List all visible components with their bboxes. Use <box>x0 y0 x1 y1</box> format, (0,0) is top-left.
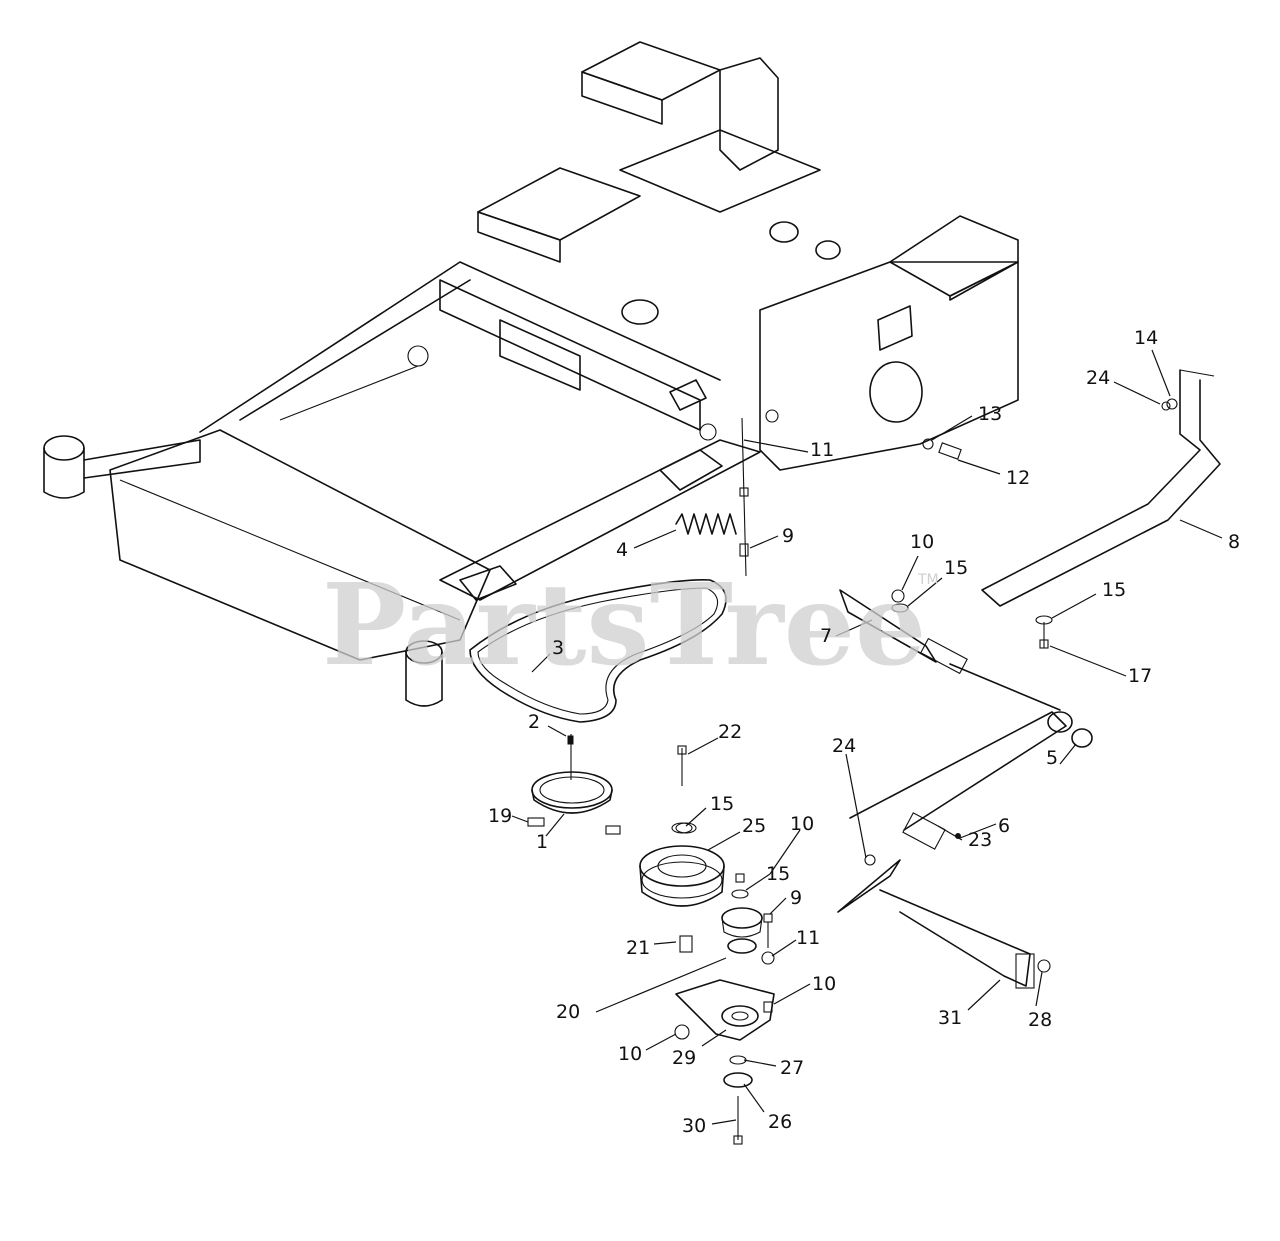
callout-8: 8 <box>1228 531 1240 553</box>
drive-belt <box>469 578 727 723</box>
callout-11: 11 <box>796 927 820 949</box>
callout-10: 10 <box>812 973 836 995</box>
callout-11: 11 <box>810 439 834 461</box>
callout-1: 1 <box>536 831 548 853</box>
callout-15: 15 <box>710 793 734 815</box>
callout-10: 10 <box>618 1043 642 1065</box>
watermark-trademark: TM <box>917 572 939 588</box>
callout-19: 19 <box>488 805 512 827</box>
idler-pulley-assembly <box>639 745 775 1145</box>
support-bracket <box>981 369 1221 607</box>
callout-27: 27 <box>780 1057 804 1079</box>
callout-15: 15 <box>1102 579 1126 601</box>
callout-5: 5 <box>1046 747 1058 769</box>
callout-10: 10 <box>790 813 814 835</box>
callout-4: 4 <box>616 539 628 561</box>
callout-15: 15 <box>944 557 968 579</box>
callout-25: 25 <box>742 815 766 837</box>
callout-17: 17 <box>1128 665 1152 687</box>
callout-9: 9 <box>790 887 802 909</box>
leader-lines <box>511 349 1223 1125</box>
callout-30: 30 <box>682 1115 706 1137</box>
callout-10: 10 <box>910 531 934 553</box>
callout-6: 6 <box>998 815 1010 837</box>
callout-12: 12 <box>1006 467 1030 489</box>
engine-pulley <box>527 734 621 835</box>
callout-22: 22 <box>718 721 742 743</box>
idler-spring-assembly <box>675 417 749 577</box>
callout-31: 31 <box>938 1007 962 1029</box>
hardware <box>891 438 1053 649</box>
callout-29: 29 <box>672 1047 696 1069</box>
callout-26: 26 <box>768 1111 792 1133</box>
chassis-frame <box>43 41 1019 707</box>
callout-3: 3 <box>552 637 564 659</box>
callout-21: 21 <box>626 937 650 959</box>
callout-15: 15 <box>766 863 790 885</box>
callout-2: 2 <box>528 711 540 733</box>
idler-arm-assembly <box>837 589 1093 989</box>
callout-28: 28 <box>1028 1009 1052 1031</box>
callout-20: 20 <box>556 1001 580 1023</box>
callout-24: 24 <box>832 735 856 757</box>
callout-13: 13 <box>978 403 1002 425</box>
callout-9: 9 <box>782 525 794 547</box>
callout-7: 7 <box>820 625 832 647</box>
callout-24: 24 <box>1086 367 1110 389</box>
watermark-text: PartsTree <box>322 560 926 691</box>
callout-23: 23 <box>968 829 992 851</box>
callout-labels: 14 24 13 11 12 8 4 9 10 15 15 7 17 3 2 2… <box>488 327 1240 1137</box>
callout-14: 14 <box>1134 327 1158 349</box>
